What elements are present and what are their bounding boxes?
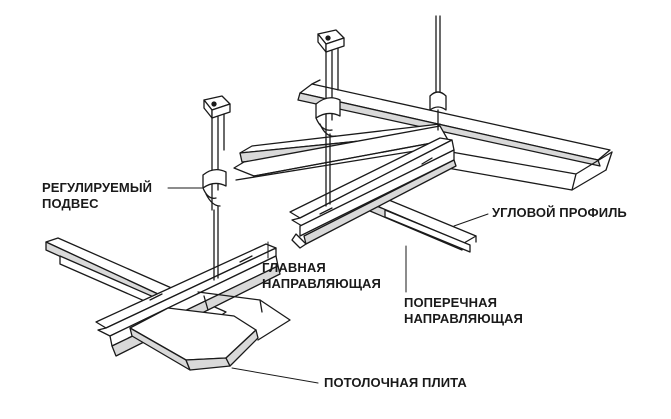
label-main-runner-line2: НАПРАВЛЯЮЩАЯ — [262, 276, 381, 291]
main-runner-front — [289, 137, 457, 249]
label-main-runner-line1: ГЛАВНАЯ — [262, 260, 326, 275]
cross-tee — [369, 197, 477, 253]
label-cross-tee-line2: НАПРАВЛЯЮЩАЯ — [404, 311, 523, 326]
label-corner-profile-text: УГЛОВОЙ ПРОФИЛЬ — [492, 205, 627, 220]
hanger-left — [202, 95, 231, 281]
label-corner-profile: УГЛОВОЙ ПРОФИЛЬ — [492, 205, 627, 221]
label-ceiling-tile-text: ПОТОЛОЧНАЯ ПЛИТА — [324, 375, 467, 390]
corner-profile — [297, 79, 613, 191]
leader-lines — [167, 187, 489, 384]
label-ceiling-tile: ПОТОЛОЧНАЯ ПЛИТА — [324, 375, 467, 391]
ceiling-tile — [129, 291, 291, 371]
hanger-right — [429, 15, 447, 131]
label-adjustable-hanger-line2: ПОДВЕС — [42, 196, 99, 211]
label-adjustable-hanger: РЕГУЛИРУЕМЫЙ ПОДВЕС — [42, 180, 152, 212]
label-cross-tee-line1: ПОПЕРЕЧНАЯ — [404, 295, 498, 310]
leader-corner — [453, 213, 489, 227]
hanger-middle — [315, 29, 345, 207]
leader-tile — [231, 367, 319, 384]
label-cross-tee: ПОПЕРЕЧНАЯ НАПРАВЛЯЮЩАЯ — [404, 295, 523, 327]
label-adjustable-hanger-line1: РЕГУЛИРУЕМЫЙ — [42, 180, 153, 195]
label-main-runner: ГЛАВНАЯ НАПРАВЛЯЮЩАЯ — [262, 260, 381, 292]
main-runner-rear — [233, 123, 449, 181]
